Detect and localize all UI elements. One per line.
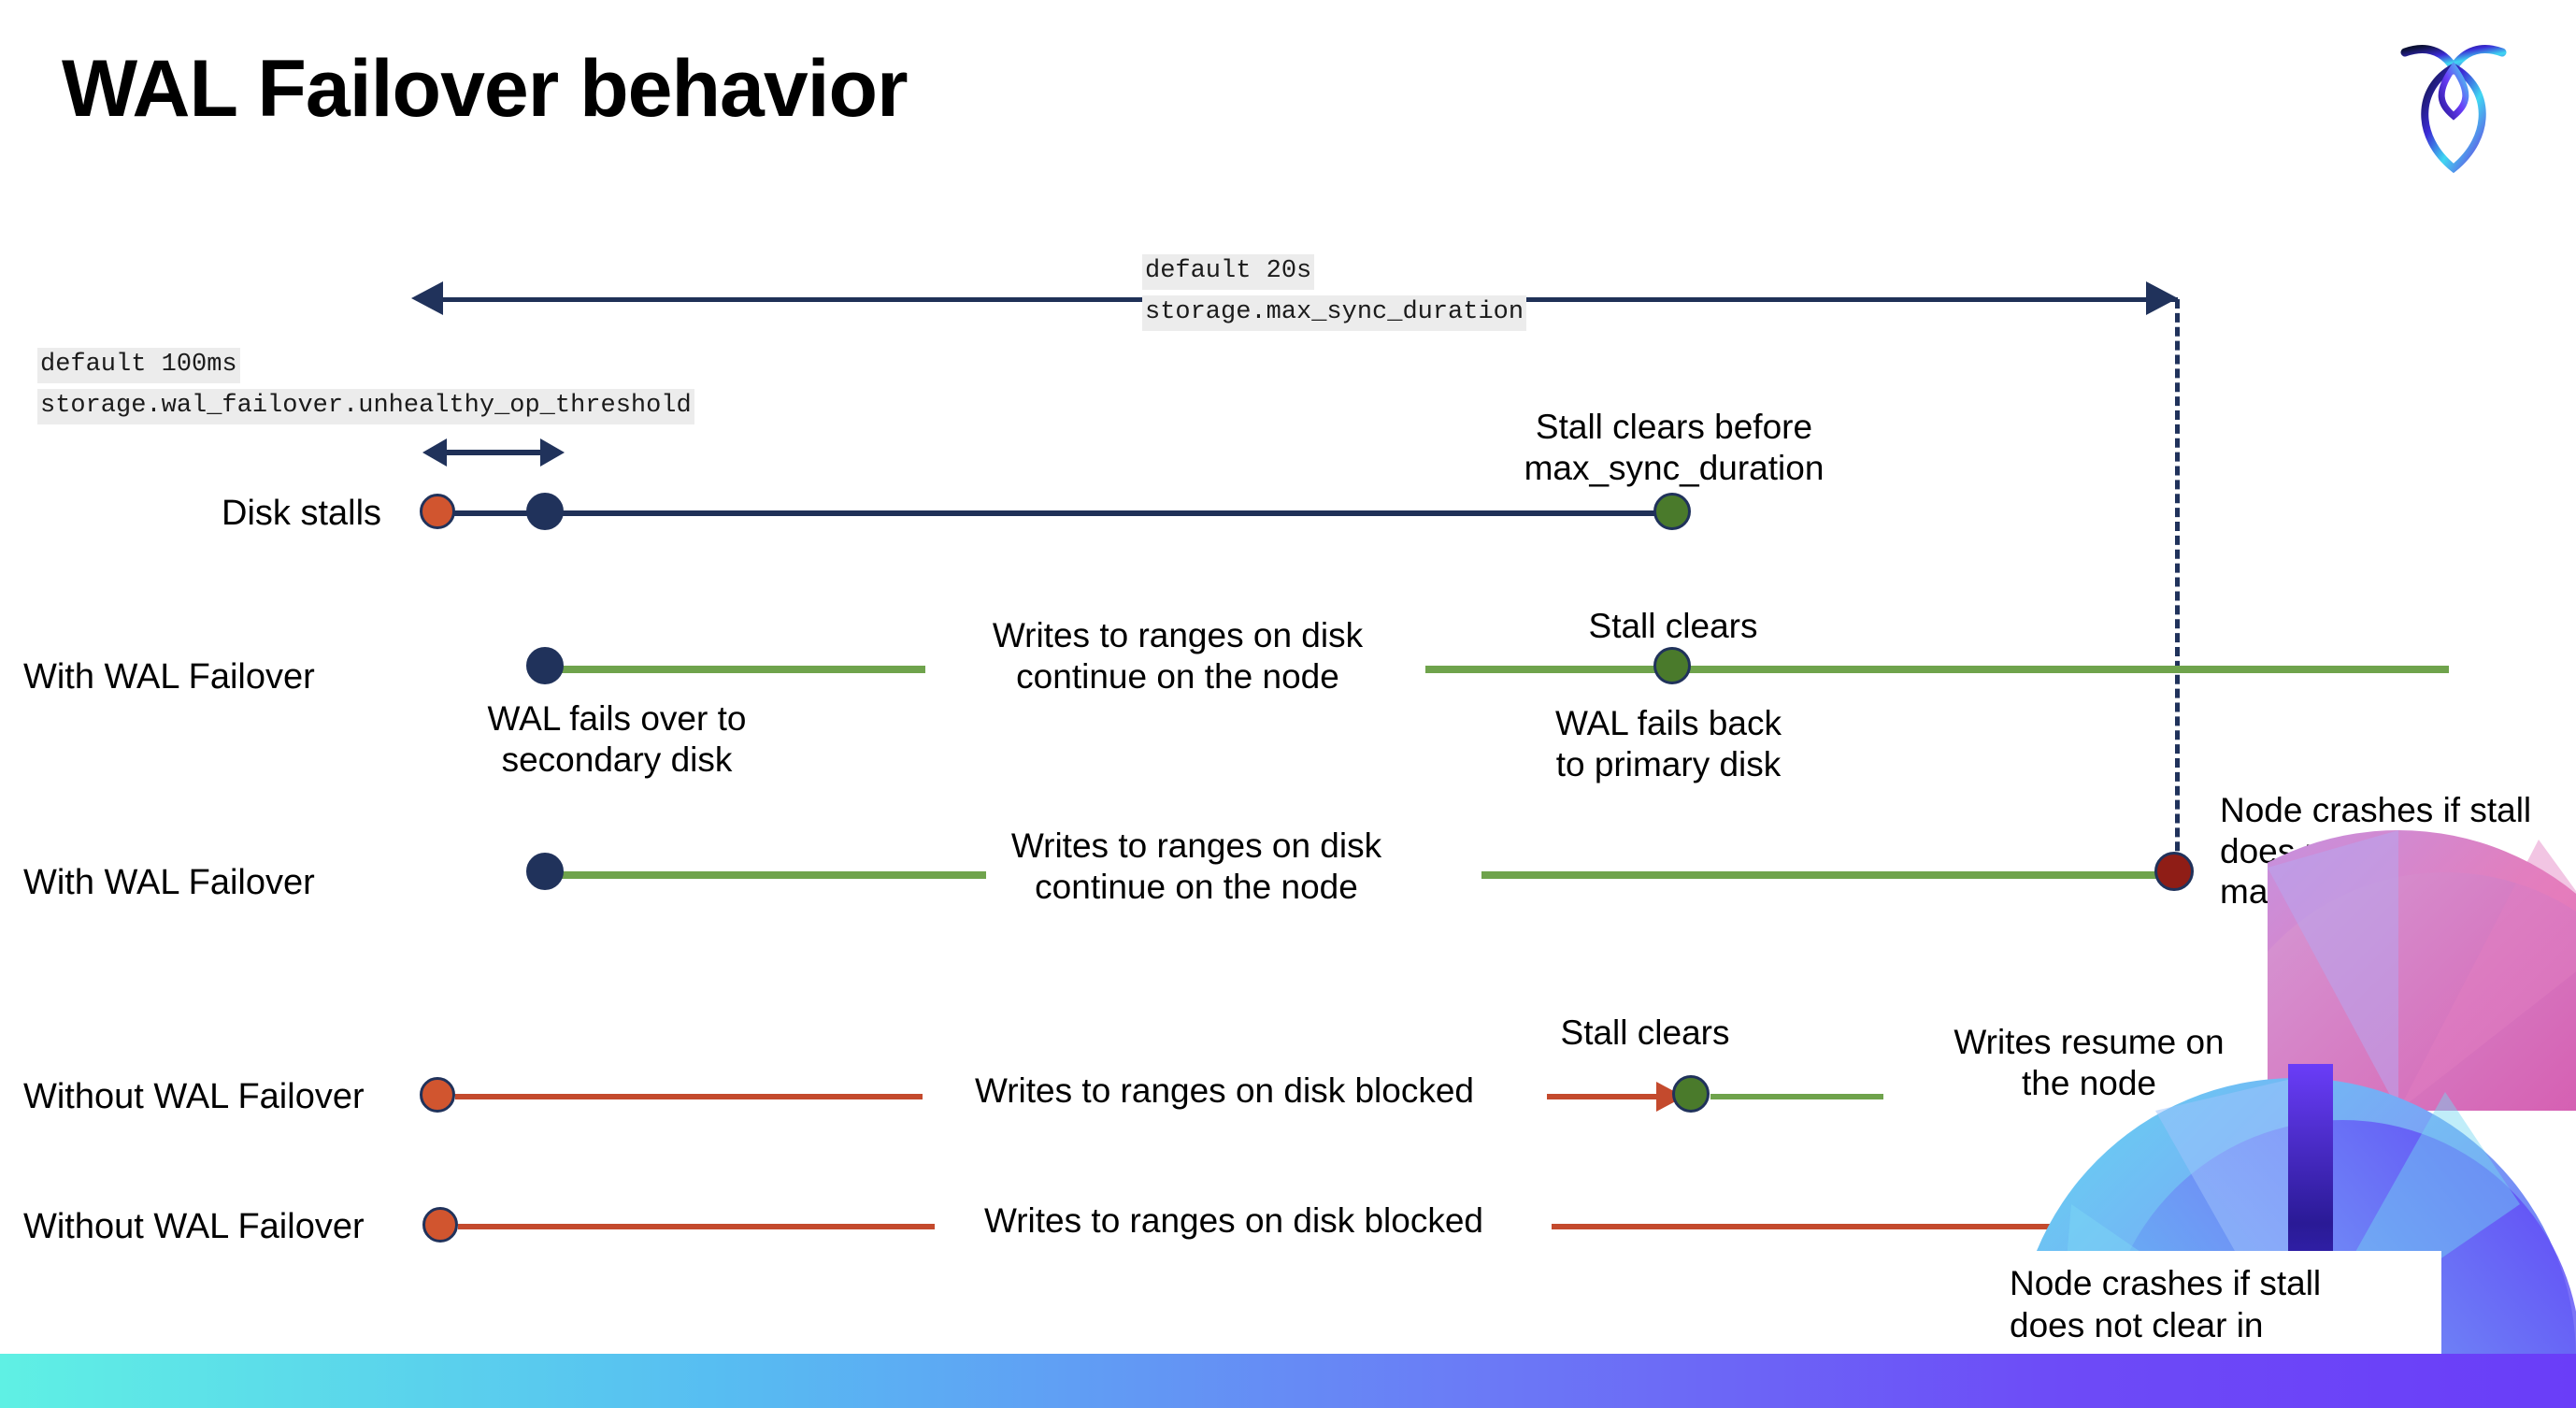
- without-failover-1-resume-segment-a: [1710, 1094, 1883, 1099]
- without-failover-1-resume-segment-b: [2290, 1094, 2454, 1099]
- disk-stalls-clear-note: Stall clears before max_sync_duration: [1524, 408, 1825, 487]
- max-sync-default-chip: default 20s: [1142, 254, 1315, 290]
- unhealthy-op-default-chip: default 100ms: [37, 348, 240, 383]
- unhealthy-op-left-arrowhead: [422, 438, 447, 467]
- without-failover-2-crash-dot: [2154, 1204, 2194, 1243]
- without-failover-1-stall-clears-dot: [1672, 1075, 1710, 1113]
- disk-stalls-timeline: [439, 510, 1678, 516]
- max-sync-left-arrowhead: [411, 281, 443, 315]
- with-failover-1-failover-note: WAL fails over to secondary disk: [487, 699, 747, 779]
- row-label-disk-stalls: Disk stalls: [222, 494, 382, 533]
- with-failover-2-crash-dot: [2154, 852, 2194, 891]
- with-failover-2-crash-note: Node crashes if stall does not clear in …: [2220, 791, 2532, 912]
- without-failover-1-blocked-segment-b: [1547, 1094, 1682, 1099]
- disk-stall-cleared-dot: [1653, 493, 1691, 530]
- page-title: WAL Failover behavior: [62, 44, 909, 134]
- row-label-with-wal-failover-1: With WAL Failover: [23, 657, 315, 697]
- with-failover-1-stall-clears-dot: [1653, 647, 1691, 684]
- with-failover-1-segment-a: [547, 666, 925, 673]
- without-failover-1-blocked-note: Writes to ranges on disk blocked: [974, 1071, 1475, 1110]
- row-label-without-wal-failover-1: Without WAL Failover: [23, 1077, 365, 1116]
- without-failover-1-resume-note: Writes resume on the node: [1953, 1023, 2225, 1102]
- unhealthy-op-span-line: [444, 450, 547, 455]
- bottom-gradient-bar: [0, 1354, 2576, 1408]
- row-label-with-wal-failover-2: With WAL Failover: [23, 863, 315, 902]
- without-failover-2-blocked-note: Writes to ranges on disk blocked: [983, 1201, 1484, 1240]
- without-failover-2-blocked-segment-a: [458, 1224, 935, 1229]
- with-failover-2-writes-note: Writes to ranges on disk continue on the…: [1010, 826, 1382, 906]
- with-failover-1-segment-b: [1425, 666, 2449, 673]
- row-label-without-wal-failover-2: Without WAL Failover: [23, 1207, 365, 1246]
- with-failover-1-stall-clears-label: Stall clears: [1588, 607, 1758, 645]
- without-failover-2-blocked-segment-b: [1552, 1224, 2136, 1229]
- without-failover-2-arrowhead: [2122, 1212, 2150, 1242]
- max-sync-setting-chip: storage.max_sync_duration: [1142, 295, 1527, 331]
- with-failover-2-segment-a: [547, 871, 986, 879]
- without-failover-1-stall-clears-label: Stall clears: [1560, 1013, 1730, 1052]
- with-failover-1-writes-note: Writes to ranges on disk continue on the…: [992, 616, 1364, 696]
- cockroach-labs-logo-icon: [2397, 36, 2510, 174]
- with-failover-2-failover-dot: [526, 853, 564, 890]
- without-failover-2-stall-start-dot: [422, 1207, 458, 1243]
- without-failover-1-stall-start-dot: [420, 1077, 455, 1113]
- with-failover-2-segment-b: [1481, 871, 2173, 879]
- max-sync-duration-dashed-marker: [2175, 299, 2180, 879]
- disk-stall-start-dot: [420, 494, 455, 529]
- disk-stall-detected-dot: [526, 493, 564, 530]
- without-failover-1-blocked-segment-a: [455, 1094, 923, 1099]
- with-failover-1-failover-dot: [526, 647, 564, 684]
- unhealthy-op-setting-chip: storage.wal_failover.unhealthy_op_thresh…: [37, 389, 694, 424]
- max-sync-right-arrowhead: [2146, 281, 2178, 315]
- with-failover-1-failback-note: WAL fails back to primary disk: [1555, 704, 1782, 783]
- unhealthy-op-right-arrowhead: [540, 438, 565, 467]
